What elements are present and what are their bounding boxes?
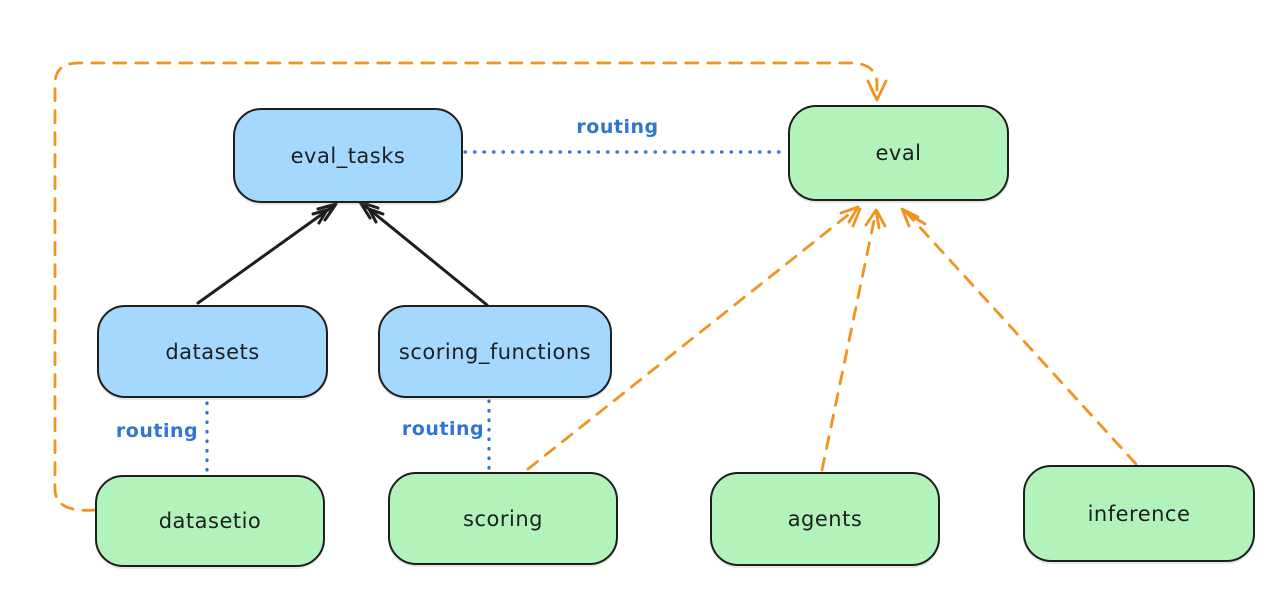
- edge-label-routing-eval-tasks-eval: routing: [576, 116, 659, 138]
- node-datasets-label: datasets: [165, 339, 260, 364]
- node-eval-tasks: eval_tasks: [233, 108, 463, 203]
- edge-agents-to-eval: [820, 214, 877, 472]
- node-inference: inference: [1023, 465, 1255, 562]
- arrowhead-inference-eval: [900, 207, 920, 228]
- edge-label-routing-datasets-datasetio: routing: [115, 420, 199, 442]
- edge-scoring-functions-to-eval-tasks: [362, 203, 489, 307]
- edge-datasetio-to-eval: [53, 61, 879, 512]
- node-datasetio-label: datasetio: [158, 509, 262, 533]
- arrowhead-inference-eval-stroke: [902, 209, 927, 226]
- node-scoring: scoring: [388, 472, 618, 565]
- edge-scoring-to-eval: [526, 209, 855, 471]
- node-datasetio: datasetio: [95, 475, 325, 567]
- edge-inference-to-eval: [904, 210, 1138, 466]
- node-scoring-label: scoring: [463, 506, 543, 531]
- node-agents: agents: [710, 472, 940, 566]
- arrowhead-agents-eval-stroke: [875, 209, 887, 228]
- node-scoring-functions: scoring_functions: [378, 305, 612, 398]
- arrowhead-datasets-eval-tasks: [316, 202, 338, 222]
- node-eval: eval: [788, 105, 1009, 201]
- arrowhead-datasetio-eval-stroke: [869, 86, 879, 102]
- node-inference-label: inference: [1087, 501, 1191, 526]
- arrowhead-scoring-functions-eval-tasks-2: [367, 207, 385, 224]
- node-datasets: datasets: [97, 305, 328, 398]
- edge-datasets-to-eval-tasks: [196, 205, 334, 305]
- node-eval-label: eval: [875, 141, 922, 165]
- edge-label-routing-scoringfns-scoring: routing: [401, 418, 485, 440]
- arrowhead-scoring-eval-stroke: [851, 207, 862, 228]
- node-scoring-functions-label: scoring_functions: [398, 339, 592, 364]
- arrowhead-agents-eval: [864, 208, 881, 230]
- arrowhead-scoring-eval: [839, 205, 860, 224]
- arrowhead-datasets-eval-tasks-2: [311, 208, 329, 225]
- node-eval-tasks-label: eval_tasks: [290, 143, 406, 168]
- node-agents-label: agents: [787, 507, 863, 531]
